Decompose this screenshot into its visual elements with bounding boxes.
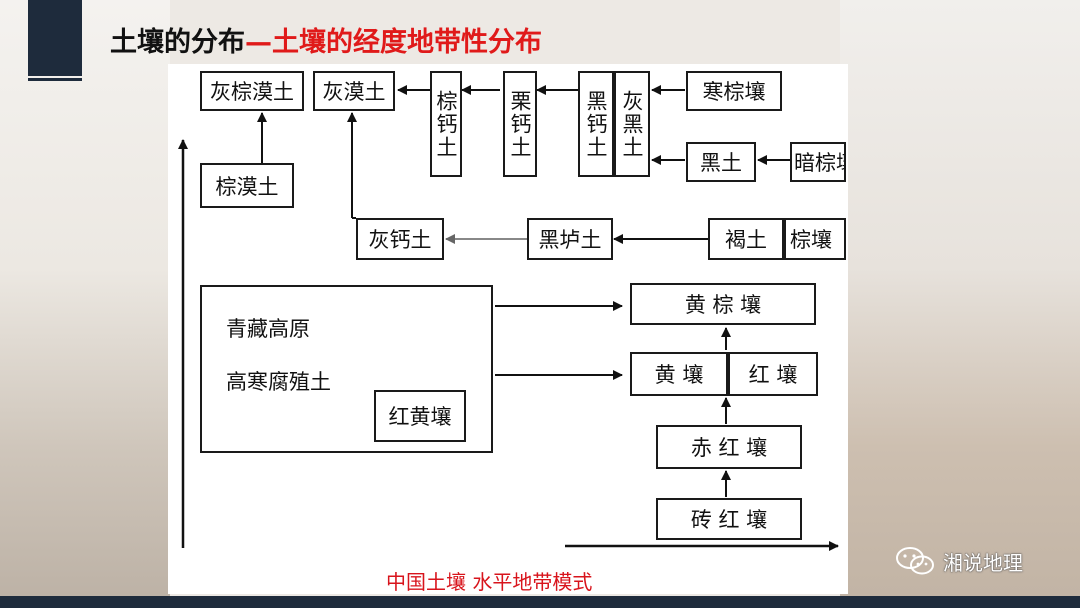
title-main: 土壤的分布 bbox=[110, 27, 245, 58]
slide-accent-bar bbox=[28, 0, 82, 76]
background-right bbox=[840, 0, 1080, 596]
box-dark-brown: 暗棕壤 bbox=[790, 142, 846, 182]
box-brown-earth: 棕壤 bbox=[784, 218, 846, 260]
box-yellow-earth: 黄 壤 bbox=[630, 352, 728, 396]
bottom-band bbox=[0, 596, 1080, 608]
box-red-earth: 红 壤 bbox=[728, 352, 818, 396]
box-black-calcic: 黑钙土 bbox=[578, 71, 614, 177]
box-black-soil: 黑土 bbox=[686, 142, 756, 182]
box-chi-red: 赤 红 壤 bbox=[656, 425, 802, 469]
wechat-icon bbox=[896, 547, 934, 575]
box-red-yellow: 红黄壤 bbox=[374, 390, 466, 442]
box-chestnut-calcic: 栗钙土 bbox=[503, 71, 537, 177]
box-gray-desert: 灰漠土 bbox=[313, 71, 395, 111]
box-gray-calcic: 灰钙土 bbox=[356, 218, 444, 260]
box-yellow-brown: 黄 棕 壤 bbox=[630, 283, 816, 325]
title-highlight: —土壤的经度地带性分布 bbox=[245, 27, 542, 58]
plateau-label: 青藏高原 bbox=[226, 317, 310, 341]
box-cold-brown: 寒棕壤 bbox=[686, 71, 782, 111]
box-brown-calcic: 棕钙土 bbox=[430, 71, 462, 177]
watermark-text: 湘说地理 bbox=[943, 550, 1023, 575]
box-cinnamon: 褐土 bbox=[708, 218, 784, 260]
watermark: 湘说地理 bbox=[895, 546, 1023, 576]
box-brown-desert: 棕漠土 bbox=[200, 163, 294, 208]
diagram-caption: 中国土壤 水平地带模式 bbox=[386, 570, 593, 594]
box-brick-red: 砖 红 壤 bbox=[656, 498, 802, 540]
alpine-humus-label: 高寒腐殖土 bbox=[226, 370, 331, 394]
background-left bbox=[0, 0, 170, 596]
box-black-lu: 黑垆土 bbox=[527, 218, 613, 260]
slide-title: 土壤的分布—土壤的经度地带性分布 bbox=[110, 20, 542, 59]
slide-accent-line bbox=[28, 78, 82, 81]
box-gray-brown-desert: 灰棕漠土 bbox=[200, 71, 304, 111]
box-gray-black: 灰黑土 bbox=[614, 71, 650, 177]
